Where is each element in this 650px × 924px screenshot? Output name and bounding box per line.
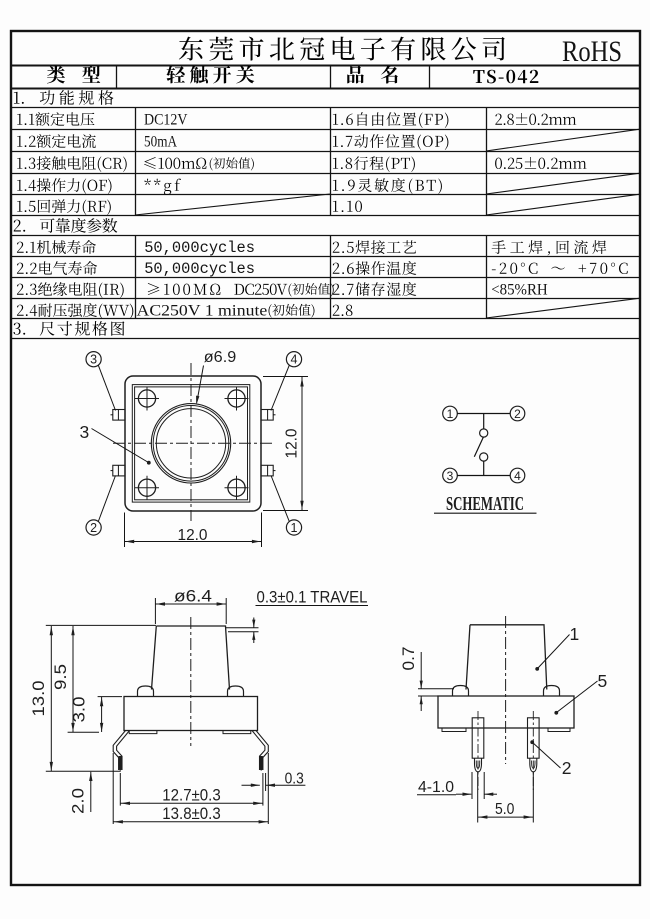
svg-text:4: 4 [514, 469, 521, 483]
svg-text:4-1.0: 4-1.0 [418, 779, 454, 796]
svg-text:ø6.4: ø6.4 [174, 588, 212, 606]
svg-text:2: 2 [514, 407, 521, 421]
svg-text:3: 3 [447, 469, 454, 483]
svg-text:50,000cycles: 50,000cycles [144, 239, 255, 257]
svg-text:3.0: 3.0 [71, 697, 89, 723]
svg-text:4: 4 [291, 353, 298, 367]
svg-text:2: 2 [562, 758, 572, 778]
svg-text:AC250V 1 minute: AC250V 1 minute [137, 302, 268, 319]
svg-text:3: 3 [90, 353, 97, 367]
svg-text:3: 3 [80, 422, 90, 442]
svg-text:<85%RH: <85%RH [491, 281, 548, 298]
svg-text:DC12V: DC12V [144, 111, 188, 128]
svg-text:12.0: 12.0 [178, 527, 208, 544]
svg-text:50,000cycles: 50,000cycles [144, 260, 255, 278]
svg-text:13.0: 13.0 [30, 681, 48, 717]
svg-text:12.7±0.3: 12.7±0.3 [162, 787, 220, 805]
svg-text:2.0: 2.0 [70, 788, 88, 814]
svg-text:0.3: 0.3 [285, 771, 304, 788]
svg-text:0.3±0.1 TRAVEL: 0.3±0.1 TRAVEL [257, 589, 368, 607]
svg-text:50mA: 50mA [144, 133, 178, 150]
svg-text:2: 2 [90, 521, 97, 535]
svg-text:12.0: 12.0 [284, 428, 301, 458]
svg-text:13.8±0.3: 13.8±0.3 [162, 805, 220, 823]
svg-text:1: 1 [570, 624, 580, 644]
svg-text:SCHEMATIC: SCHEMATIC [446, 493, 524, 515]
svg-text:5: 5 [598, 671, 608, 691]
svg-text:1: 1 [291, 521, 298, 535]
svg-text:RoHS: RoHS [562, 35, 622, 68]
svg-text:9.5: 9.5 [52, 664, 70, 690]
svg-text:0.7: 0.7 [400, 647, 418, 671]
svg-text:1: 1 [447, 407, 454, 421]
svg-text:ø6.9: ø6.9 [204, 349, 236, 366]
svg-text:5.0: 5.0 [495, 801, 515, 818]
